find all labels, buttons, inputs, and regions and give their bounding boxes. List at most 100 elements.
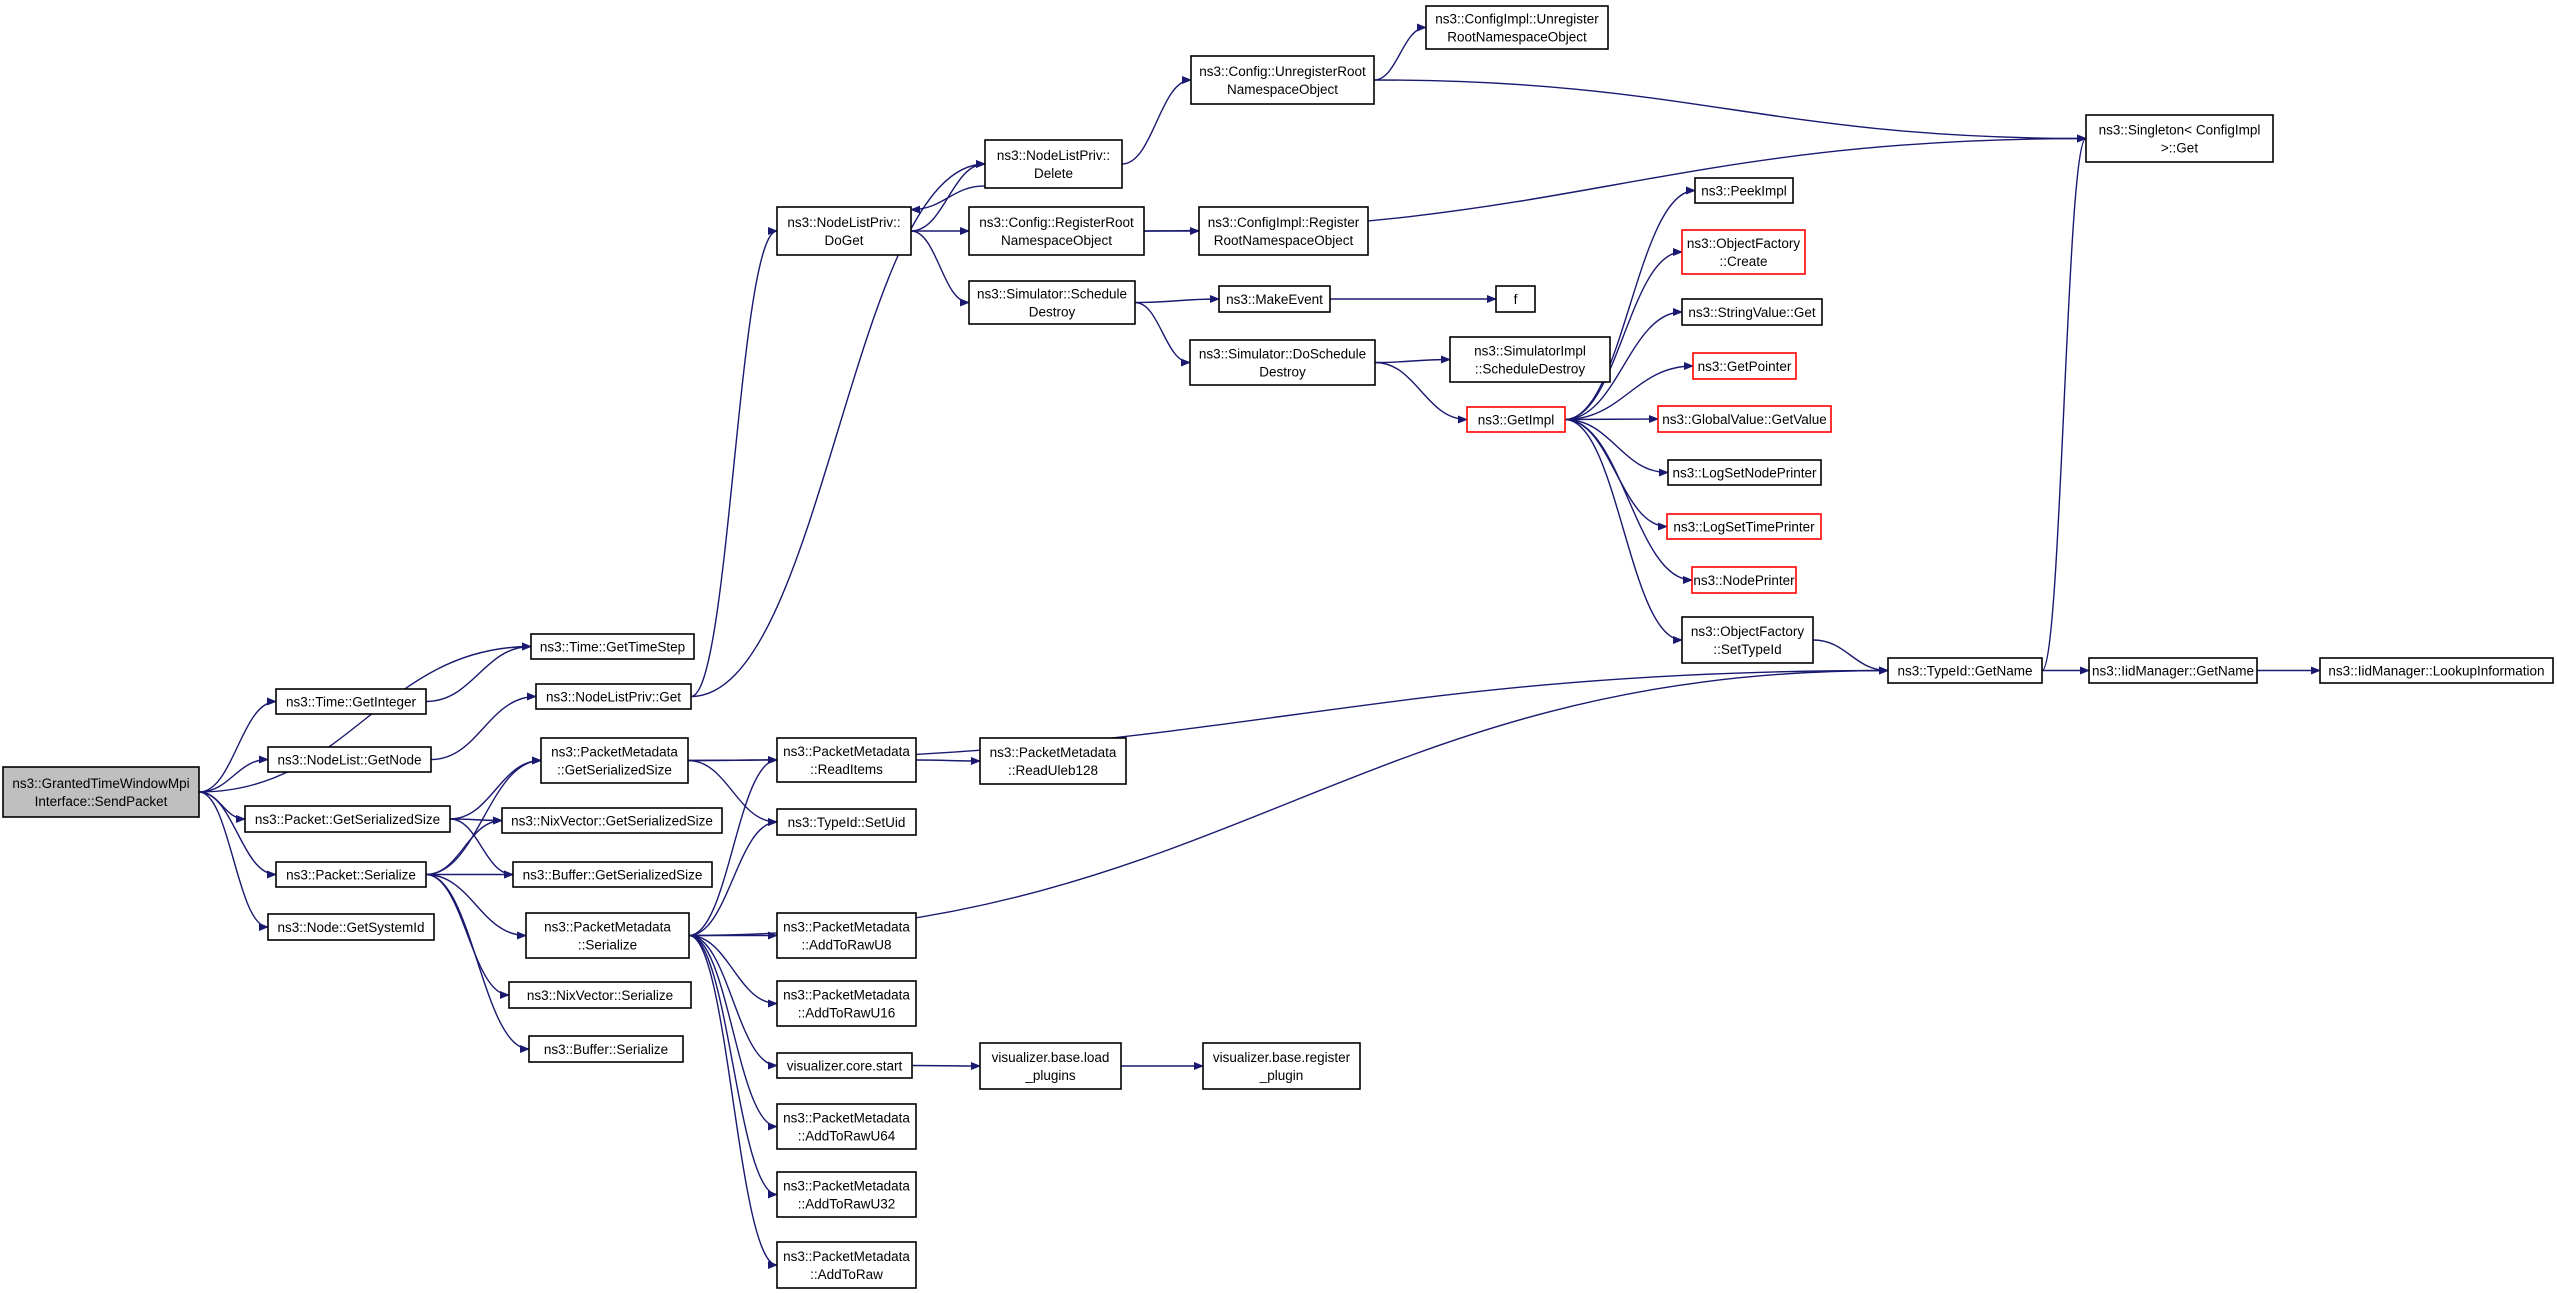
node-label: ns3::NodeListPriv:: — [787, 215, 900, 230]
node-simimpl-scheduledestroy[interactable]: ns3::SimulatorImpl::ScheduleDestroy — [1449, 336, 1611, 383]
node-peekimpl[interactable]: ns3::PeekImpl — [1694, 177, 1794, 204]
node-box — [1691, 566, 1797, 594]
node-stringvalue-get[interactable]: ns3::StringValue::Get — [1681, 298, 1823, 326]
edge-root-to-nodelist_getnode — [198, 755, 269, 793]
node-label: ::Create — [1719, 254, 1767, 269]
node-buffer-serialize[interactable]: ns3::Buffer::Serialize — [528, 1035, 684, 1063]
node-box — [267, 746, 432, 773]
node-label: ns3::ObjectFactory — [1687, 236, 1801, 251]
edge-pm_serialize-to-pm_addtorawu64 — [688, 934, 778, 1131]
node-iidmanager-lookup[interactable]: ns3::IidManager::LookupInformation — [2319, 657, 2554, 684]
node-label: ns3::TypeId::SetUid — [788, 815, 906, 830]
node-pm-addtorawu8[interactable]: ns3::PacketMetadata::AddToRawU8 — [776, 912, 917, 959]
node-label: ::AddToRawU8 — [801, 938, 891, 953]
node-label: ns3::PeekImpl — [1701, 184, 1787, 199]
node-pm-addtorawu16[interactable]: ns3::PacketMetadata::AddToRawU16 — [776, 980, 917, 1027]
node-label: ns3::Simulator::Schedule — [977, 287, 1127, 302]
node-pm-readuleb128[interactable]: ns3::PacketMetadata::ReadUleb128 — [979, 737, 1127, 785]
node-label: Interface::SendPacket — [35, 794, 168, 809]
node-label: ns3::MakeEvent — [1226, 292, 1323, 307]
node-logsettimeprinter[interactable]: ns3::LogSetTimePrinter — [1666, 513, 1822, 540]
node-label: ns3::IidManager::LookupInformation — [2328, 664, 2544, 679]
node-pm-serialize[interactable]: ns3::PacketMetadata::Serialize — [525, 912, 690, 959]
node-packet-getserializedsize[interactable]: ns3::Packet::GetSerializedSize — [244, 805, 451, 833]
node-buffer-getserializedsize[interactable]: ns3::Buffer::GetSerializedSize — [512, 861, 713, 888]
node-pm-addtorawu32[interactable]: ns3::PacketMetadata::AddToRawU32 — [776, 1171, 917, 1218]
node-pm-addtorawu64[interactable]: ns3::PacketMetadata::AddToRawU64 — [776, 1103, 917, 1150]
node-nixvector-getserializedsize[interactable]: ns3::NixVector::GetSerializedSize — [501, 807, 723, 834]
node-node-getsystemid[interactable]: ns3::Node::GetSystemId — [267, 913, 435, 941]
edge-getimpl-to-nodeprinter — [1564, 418, 1693, 584]
node-config-unregister[interactable]: ns3::Config::UnregisterRootNamespaceObje… — [1190, 55, 1375, 105]
node-nodeprinter[interactable]: ns3::NodePrinter — [1691, 566, 1797, 594]
node-visualizer-core-start[interactable]: visualizer.core.start — [776, 1052, 913, 1079]
node-label: visualizer.base.register — [1213, 1050, 1351, 1065]
node-label: Delete — [1034, 166, 1073, 181]
node-pm-getserializedsize[interactable]: ns3::PacketMetadata::GetSerializedSize — [540, 737, 689, 784]
node-nodelistpriv-delete[interactable]: ns3::NodeListPriv::Delete — [984, 139, 1123, 189]
edge-config_unregister-to-singleton_get — [1373, 79, 2087, 143]
node-objectfactory-settypeid[interactable]: ns3::ObjectFactory::SetTypeId — [1681, 616, 1814, 664]
node-nodelistpriv-get[interactable]: ns3::NodeListPriv::Get — [535, 683, 692, 710]
node-root[interactable]: ns3::GrantedTimeWindowMpiInterface::Send… — [2, 766, 200, 818]
node-getpointer[interactable]: ns3::GetPointer — [1692, 352, 1797, 380]
edge-nodelistpriv_get-to-nodelistpriv_delete — [690, 160, 986, 698]
node-nodelist-getnode[interactable]: ns3::NodeList::GetNode — [267, 746, 432, 773]
node-pm-readitems[interactable]: ns3::PacketMetadata::ReadItems — [776, 737, 917, 783]
node-nixvector-serialize[interactable]: ns3::NixVector::Serialize — [508, 981, 692, 1009]
node-makeevent[interactable]: ns3::MakeEvent — [1218, 285, 1331, 313]
node-label: ns3::LogSetNodePrinter — [1672, 466, 1817, 481]
node-label: ns3::Time::GetTimeStep — [540, 640, 685, 655]
node-label: ns3::Buffer::GetSerializedSize — [523, 868, 703, 883]
node-configimpl-unregister[interactable]: ns3::ConfigImpl::UnregisterRootNamespace… — [1425, 5, 1609, 50]
node-typeid-setuid[interactable]: ns3::TypeId::SetUid — [776, 808, 917, 836]
node-label: ns3::PacketMetadata — [783, 1111, 910, 1126]
edge-nodelistpriv_doget-to-sim_scheduledestroy — [910, 230, 970, 307]
node-pm-addtoraw[interactable]: ns3::PacketMetadata::AddToRaw — [776, 1241, 917, 1289]
node-label: ns3::NodeList::GetNode — [277, 753, 421, 768]
node-globalvalue-getvalue[interactable]: ns3::GlobalValue::GetValue — [1657, 405, 1832, 433]
node-visualizer-load-plugins[interactable]: visualizer.base.load_plugins — [979, 1042, 1122, 1090]
node-time-getinteger[interactable]: ns3::Time::GetInteger — [275, 688, 427, 715]
node-label: ns3::Config::UnregisterRoot — [1199, 64, 1366, 79]
node-box — [1657, 405, 1832, 433]
node-configimpl-register[interactable]: ns3::ConfigImpl::RegisterRootNamespaceOb… — [1198, 206, 1369, 256]
node-singleton-get[interactable]: ns3::Singleton< ConfigImpl >::Get — [2085, 114, 2274, 163]
node-typeid-getname[interactable]: ns3::TypeId::GetName — [1887, 657, 2043, 684]
edges-layer — [198, 23, 2321, 1269]
edge-getimpl-to-getpointer — [1564, 362, 1694, 421]
node-label: ::AddToRawU64 — [798, 1129, 896, 1144]
node-f[interactable]: f — [1495, 285, 1536, 313]
node-label: ::AddToRaw — [810, 1267, 883, 1282]
node-box — [1887, 657, 2043, 684]
node-nodelistpriv-doget[interactable]: ns3::NodeListPriv::DoGet — [776, 206, 912, 256]
node-label: _plugin — [1259, 1068, 1304, 1083]
node-getimpl[interactable]: ns3::GetImpl — [1466, 406, 1566, 433]
node-label: ns3::NixVector::GetSerializedSize — [511, 814, 713, 829]
edge-packet_serialize-to-nixvector_serialize — [425, 873, 510, 999]
node-time-gettimestep[interactable]: ns3::Time::GetTimeStep — [530, 633, 695, 660]
edge-getimpl-to-stringvalue_get — [1564, 308, 1683, 421]
node-iidmanager-getname[interactable]: ns3::IidManager::GetName — [2088, 657, 2258, 684]
node-box — [2, 766, 200, 818]
node-packet-serialize[interactable]: ns3::Packet::Serialize — [275, 861, 427, 888]
edge-root-to-time_gettimestep — [198, 642, 532, 793]
node-box — [244, 805, 451, 833]
node-sim-scheduledestroy[interactable]: ns3::Simulator::ScheduleDestroy — [968, 280, 1136, 325]
edge-pm_serialize-to-pm_readitems — [688, 756, 778, 937]
node-box — [984, 139, 1123, 189]
node-label: ns3::Singleton< ConfigImpl — [2099, 123, 2261, 138]
edge-pm_getserializedsize-to-typeid_setuid — [687, 759, 778, 826]
node-box — [979, 737, 1127, 785]
node-logsetnodeprinter[interactable]: ns3::LogSetNodePrinter — [1667, 459, 1822, 486]
node-visualizer-register-plugin[interactable]: visualizer.base.register _plugin — [1202, 1042, 1361, 1090]
node-box — [1694, 177, 1794, 204]
node-label: ns3::GetImpl — [1478, 413, 1555, 428]
edge-root-to-node_getsystemid — [198, 791, 269, 931]
node-objectfactory-create[interactable]: ns3::ObjectFactory::Create — [1681, 229, 1806, 275]
node-box — [530, 633, 695, 660]
node-box — [1466, 406, 1566, 433]
edge-getimpl-to-globalvalue_getvalue — [1564, 415, 1659, 424]
